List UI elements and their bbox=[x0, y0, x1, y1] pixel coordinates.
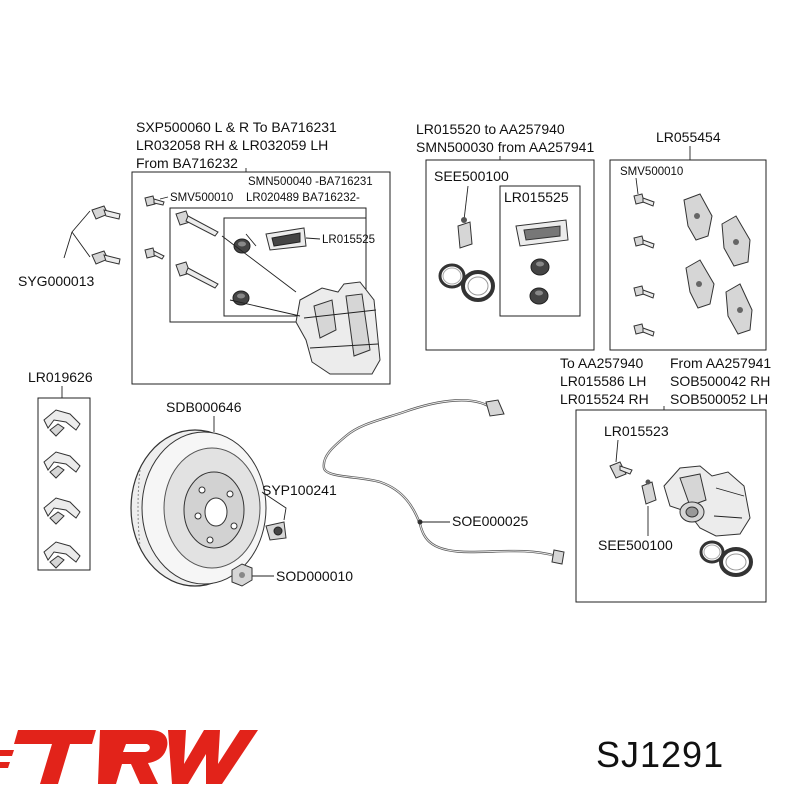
guide-pin-upper-icon bbox=[175, 210, 219, 237]
brake-disc-icon bbox=[130, 429, 267, 587]
pads-kit-box bbox=[609, 159, 767, 351]
brake-pad-upper-inner-icon bbox=[721, 215, 751, 267]
label-lr055454: LR055454 bbox=[656, 129, 721, 145]
piston-seal-icon bbox=[438, 263, 466, 289]
label-sob500052: SOB500052 LH bbox=[670, 391, 768, 407]
caliper-boot-icon bbox=[719, 547, 753, 577]
bushing-upper-icon bbox=[233, 238, 251, 254]
label-smn500030: SMN500030 from AA257941 bbox=[416, 139, 594, 155]
part-number: SJ1291 bbox=[596, 734, 725, 775]
label-to-aa257940: To AA257940 bbox=[560, 355, 644, 371]
see-top-leader bbox=[463, 185, 469, 221]
label-see500100-bottom: SEE500100 bbox=[598, 537, 673, 553]
pad-clip-4-icon bbox=[43, 541, 81, 569]
label-syp100241: SYP100241 bbox=[262, 482, 337, 498]
label-from-ba716232: From BA716232 bbox=[136, 155, 238, 171]
bleed-nipple-icon bbox=[609, 461, 633, 479]
disc-screw-icon bbox=[265, 521, 287, 541]
brake-pad-upper-outer-icon bbox=[683, 193, 713, 241]
pad-clip-2-icon bbox=[43, 451, 81, 479]
label-sod000010: SOD000010 bbox=[276, 568, 353, 584]
guide-bolt-upper-icon bbox=[144, 195, 165, 207]
guide-bolt-lower-icon bbox=[144, 247, 165, 260]
caliper-seal-icon bbox=[699, 540, 725, 564]
clips-kit-box bbox=[37, 397, 91, 571]
label-lr020489: LR020489 BA716232- bbox=[246, 192, 360, 204]
syg-leader bbox=[63, 210, 91, 259]
label-syg000013: SYG000013 bbox=[18, 273, 94, 289]
carrier-kit-box bbox=[131, 171, 391, 385]
label-smv500010-right: SMV500010 bbox=[620, 166, 683, 178]
wheel-nut-icon bbox=[231, 563, 253, 587]
label-lr015523: LR015523 bbox=[604, 423, 669, 439]
dust-boot-icon bbox=[461, 270, 495, 302]
pad-bolt-2-icon bbox=[633, 235, 655, 249]
brake-pad-lower-outer-icon bbox=[685, 259, 715, 309]
label-sob500042: SOB500042 RH bbox=[670, 373, 770, 389]
carrier-bolt-leaders bbox=[221, 235, 301, 317]
pad-clip-left-icon bbox=[265, 227, 307, 251]
label-see500100-top: SEE500100 bbox=[434, 168, 509, 184]
trw-logo bbox=[0, 730, 258, 784]
brake-caliper-icon bbox=[663, 465, 751, 537]
seal-kit-box bbox=[425, 159, 595, 351]
pad-bolt-1-icon bbox=[633, 193, 655, 207]
label-lr032058: LR032058 RH & LR032059 LH bbox=[136, 137, 328, 153]
pad-left-leader bbox=[245, 233, 321, 247]
wear-sensor-wire-icon bbox=[322, 399, 565, 565]
label-lr015525-left: LR015525 bbox=[322, 234, 375, 246]
label-smn500040: SMN500040 -BA716231 bbox=[248, 176, 373, 188]
label-from-aa257941: From AA257941 bbox=[670, 355, 771, 371]
smv-left-leader bbox=[159, 196, 169, 200]
label-sxp500060: SXP500060 L & R To BA716231 bbox=[136, 119, 337, 135]
pad-bolt-4-icon bbox=[633, 323, 655, 337]
label-lr015520: LR015520 to AA257940 bbox=[416, 121, 565, 137]
stud-lower-icon bbox=[91, 250, 121, 265]
syp-leader bbox=[261, 491, 287, 521]
label-lr019626: LR019626 bbox=[28, 369, 93, 385]
bushing-mid-lower-icon bbox=[529, 287, 549, 305]
wear-sensor-top-icon bbox=[457, 217, 473, 249]
pad-clip-3-icon bbox=[43, 497, 81, 525]
label-smv500010-left: SMV500010 bbox=[170, 192, 233, 204]
pad-kit-box-left bbox=[223, 217, 367, 317]
label-lr015525-mid: LR015525 bbox=[504, 189, 569, 205]
lr015523-leader bbox=[615, 439, 619, 463]
caliper-carrier-icon bbox=[295, 281, 381, 375]
smv-right-leader bbox=[635, 177, 639, 195]
label-lr015586: LR015586 LH bbox=[560, 373, 646, 389]
label-sdb000646: SDB000646 bbox=[166, 399, 242, 415]
caliper-kit-box bbox=[575, 409, 767, 603]
pad-clip-mid-icon bbox=[515, 219, 569, 247]
pad-bolt-3-icon bbox=[633, 285, 655, 299]
stud-upper-icon bbox=[91, 205, 121, 220]
brake-pad-lower-inner-icon bbox=[725, 283, 753, 335]
guide-pin-lower-icon bbox=[175, 261, 219, 289]
wear-sensor-bottom-icon bbox=[641, 479, 657, 505]
bushing-mid-upper-icon bbox=[530, 258, 550, 276]
pad-kit-box-mid bbox=[499, 185, 581, 317]
pad-clip-1-icon bbox=[43, 409, 81, 437]
label-soe000025: SOE000025 bbox=[452, 513, 528, 529]
label-lr015524: LR015524 RH bbox=[560, 391, 649, 407]
